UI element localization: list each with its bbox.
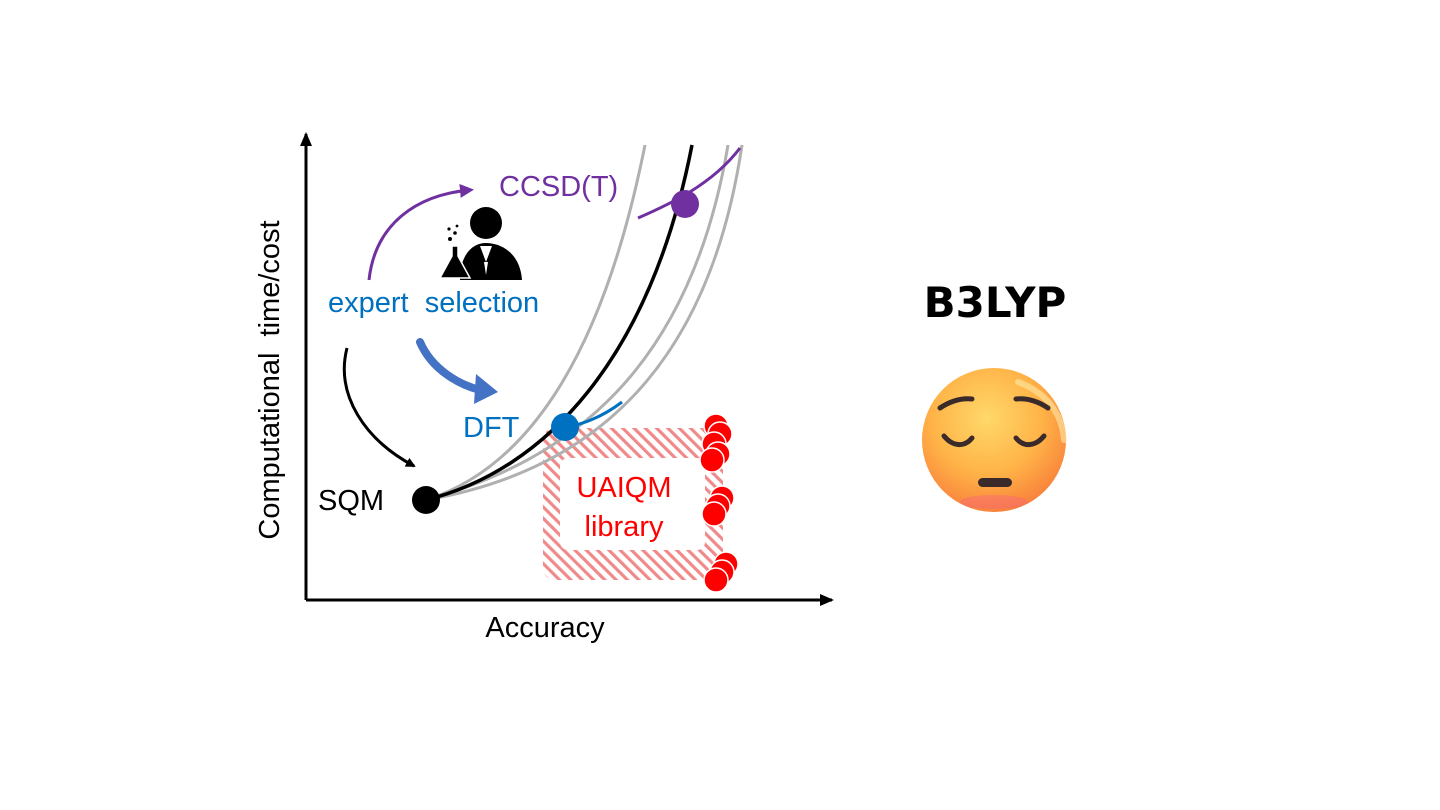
ccsdt-label: CCSD(T) [499,171,618,203]
curve-grey-1 [425,144,647,502]
dft-label: DFT [463,412,520,444]
uaiqm-library-box: UAIQM library [543,428,723,580]
arrow-to-dft [416,338,498,404]
pensive-face-icon [922,368,1067,512]
library-label-line1: UAIQM [576,472,671,504]
sqm-label: SQM [318,485,384,517]
curve-grey-3 [425,144,744,502]
ccsdt-point [671,190,699,218]
library-dots [699,413,739,593]
expert-selection-label: expert selection [328,287,539,319]
y-axis-label: Computational time/cost [254,220,286,539]
scientist-icon [438,207,522,280]
curve-main [425,144,694,502]
axes: Computational time/cost Accuracy [254,132,834,644]
library-label-line2: library [585,511,664,543]
arrow-to-ccsdt [367,183,474,281]
functional-title: B3LYP [923,278,1067,327]
sqm-point [412,486,440,514]
dft-point [551,413,579,441]
arrow-to-sqm [342,347,416,468]
x-axis-label: Accuracy [485,612,605,644]
